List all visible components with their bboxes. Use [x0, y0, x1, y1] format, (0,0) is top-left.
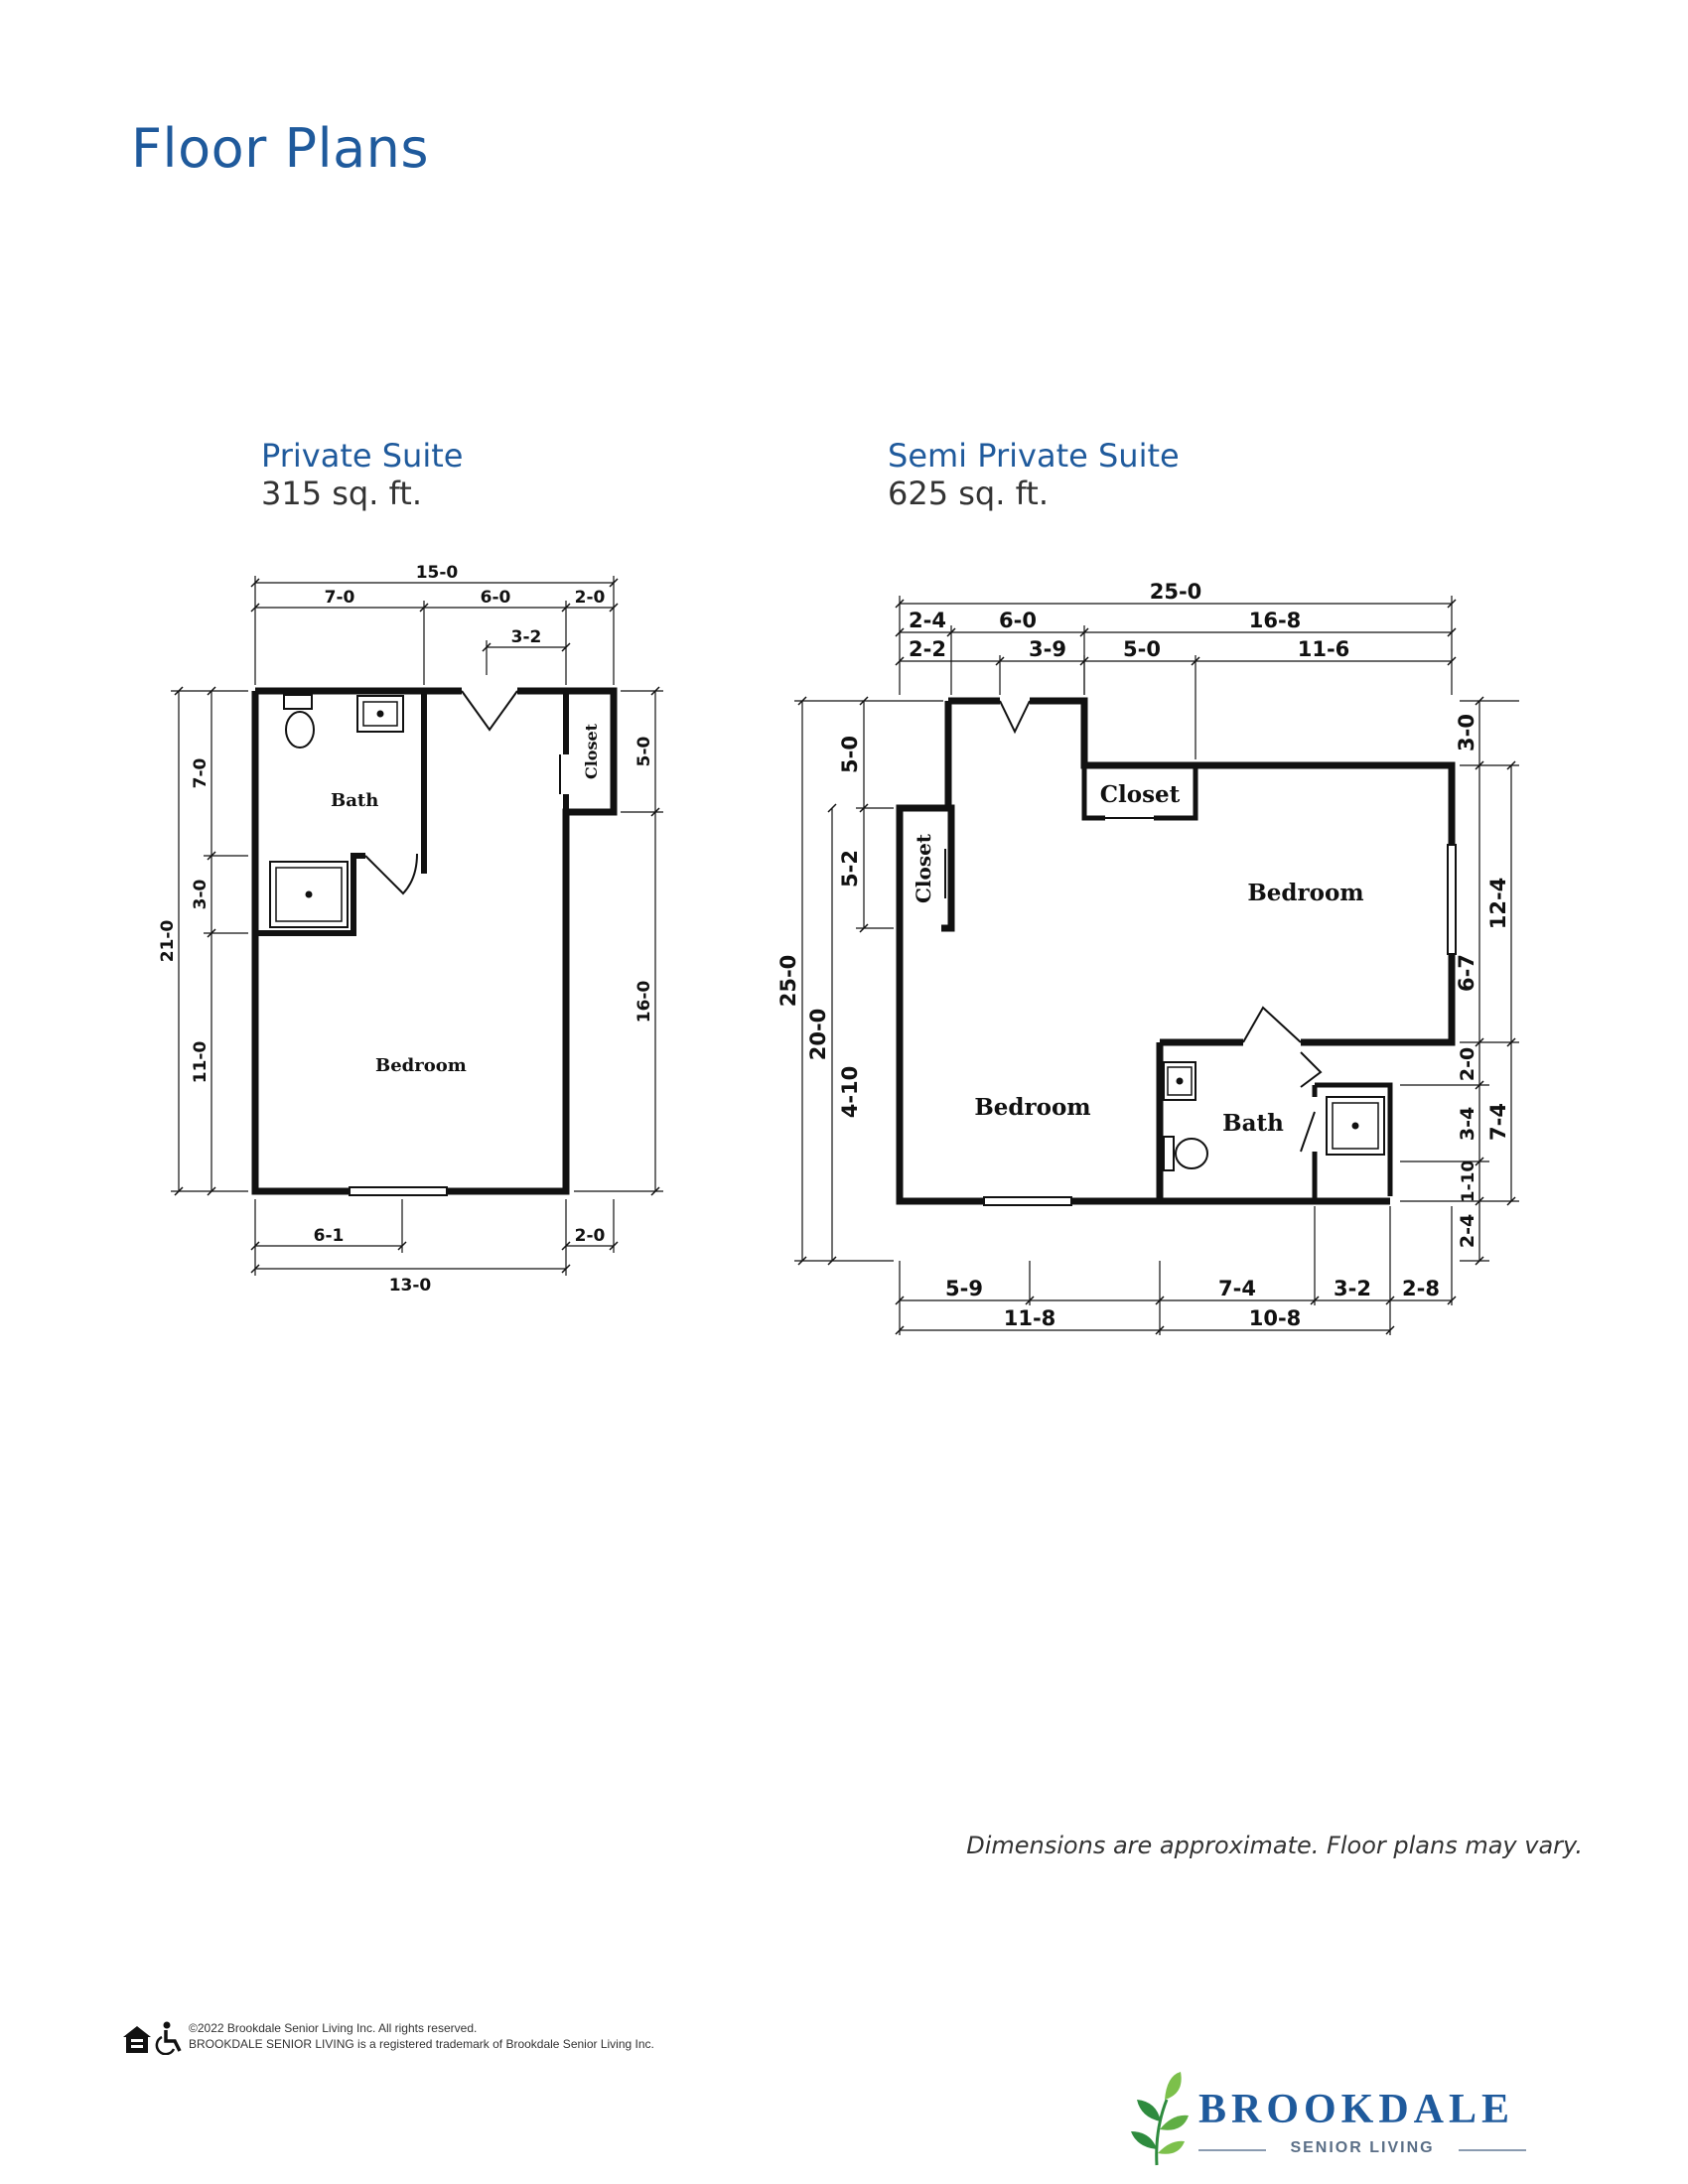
semi-dim-right-b: 6-7 [1455, 954, 1478, 992]
disclaimer-note: Dimensions are approximate. Floor plans … [966, 1832, 1583, 1859]
private-suite-name: Private Suite [261, 437, 464, 475]
page-title: Floor Plans [131, 117, 430, 180]
private-bath-label: Bath [331, 790, 378, 811]
semi-private-suite-header: Semi Private Suite 625 sq. ft. [888, 437, 1180, 513]
semi-dim-right-h: 2-4 [1457, 1214, 1478, 1248]
semi-private-suite-name: Semi Private Suite [888, 437, 1180, 475]
private-dim-left-a: 7-0 [191, 757, 211, 788]
semi-bedroom-label-left: Bedroom [974, 1094, 1090, 1121]
private-bedroom-label: Bedroom [375, 1055, 467, 1076]
private-dim-bottom-a: 6-1 [314, 1226, 345, 1246]
brookdale-logo: BROOKDALE SENIOR LIVING [1127, 2070, 1526, 2169]
private-suite-area: 315 sq. ft. [261, 475, 422, 513]
brand-tagline: SENIOR LIVING [1290, 2139, 1435, 2156]
private-suite-header: Private Suite 315 sq. ft. [261, 437, 463, 513]
private-dim-left-b: 3-0 [191, 879, 211, 909]
semi-dim-top-e: 3-9 [1029, 637, 1066, 661]
private-dim-right-b: 16-0 [634, 981, 654, 1024]
private-dim-right-a: 5-0 [634, 736, 654, 766]
semi-dim-right-c: 12-4 [1486, 878, 1510, 930]
brand-name: BROOKDALE [1198, 2087, 1515, 2132]
brand-rule-right [1459, 2149, 1526, 2151]
semi-dim-right-g: 1-10 [1459, 1160, 1478, 1203]
semi-dim-bottom-c: 3-2 [1334, 1277, 1371, 1300]
private-dim-left-c: 11-0 [191, 1041, 211, 1084]
semi-bedroom-label-right: Bedroom [1247, 880, 1363, 906]
private-dim-bottom-b: 2-0 [575, 1226, 606, 1246]
semi-dim-right-e: 3-4 [1457, 1107, 1478, 1141]
semi-dim-top-f: 5-0 [1123, 637, 1161, 661]
private-dim-bottom-total: 13-0 [389, 1276, 432, 1296]
semi-dim-top-c: 16-8 [1249, 609, 1302, 632]
semi-dim-right-f: 7-4 [1486, 1103, 1510, 1141]
semi-dim-bottom-d: 2-8 [1402, 1277, 1440, 1300]
semi-dim-left-total: 25-0 [776, 955, 800, 1008]
accessibility-icon [155, 2021, 182, 2055]
semi-dim-top-total: 25-0 [1150, 580, 1202, 604]
semi-dim-top-b: 6-0 [999, 609, 1037, 632]
footer-copyright: ©2022 Brookdale Senior Living Inc. All r… [189, 2021, 654, 2052]
semi-dim-bottom-b: 7-4 [1218, 1277, 1256, 1300]
private-dim-top-b: 6-0 [481, 588, 511, 608]
semi-closet-label-side: Closet [912, 833, 935, 903]
footer-line-1: ©2022 Brookdale Senior Living Inc. All r… [189, 2021, 478, 2035]
semi-dim-top-g: 11-6 [1298, 637, 1350, 661]
private-closet-label: Closet [582, 723, 601, 779]
private-dim-top-total: 15-0 [416, 563, 459, 583]
semi-dim-left-c3: 4-10 [838, 1066, 862, 1119]
leaf-logo-icon [1131, 2072, 1189, 2166]
semi-closet-label-top: Closet [1100, 781, 1181, 808]
semi-dim-left-c2: 5-2 [838, 850, 862, 887]
brand-rule-left [1198, 2149, 1266, 2151]
private-dim-left-total: 21-0 [158, 920, 178, 963]
semi-dim-left-c1: 5-0 [838, 736, 862, 773]
footer-line-2: BROOKDALE SENIOR LIVING is a registered … [189, 2036, 654, 2051]
semi-dim-bottom-e: 11-8 [1004, 1306, 1056, 1330]
semi-dim-left-b: 20-0 [806, 1009, 830, 1061]
semi-dim-bottom-a: 5-9 [945, 1277, 983, 1300]
semi-dim-top-a: 2-4 [909, 609, 946, 632]
semi-private-suite-area: 625 sq. ft. [888, 475, 1049, 513]
semi-dim-right-a: 3-0 [1455, 714, 1478, 751]
semi-bath-label: Bath [1222, 1110, 1284, 1137]
private-dim-door: 3-2 [511, 627, 542, 647]
semi-dim-right-d: 2-0 [1457, 1047, 1478, 1081]
semi-dim-top-d: 2-2 [909, 637, 946, 661]
private-dim-top-a: 7-0 [325, 588, 355, 608]
private-dim-top-c: 2-0 [575, 588, 606, 608]
equal-housing-icon [123, 2026, 151, 2053]
semi-dim-bottom-f: 10-8 [1249, 1306, 1302, 1330]
